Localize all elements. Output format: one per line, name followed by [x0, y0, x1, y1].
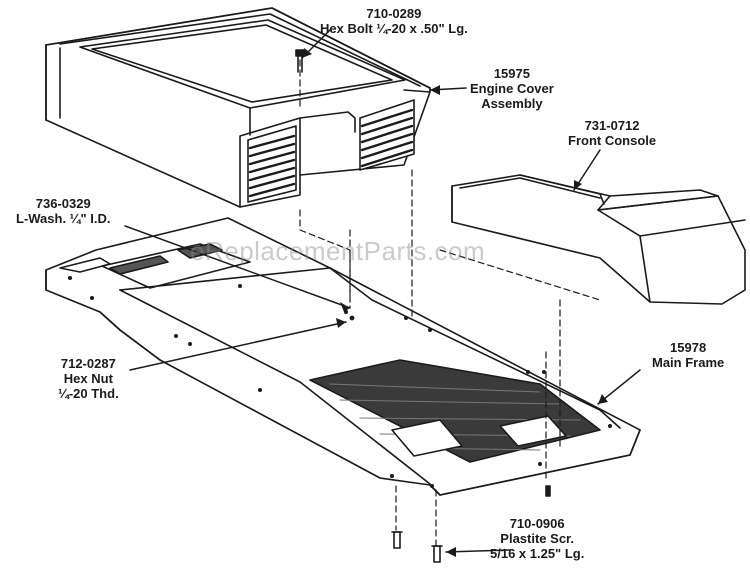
bolt-holes	[68, 276, 612, 488]
label-plastite-screw: 710-0906 Plastite Scr. 5/16 x 1.25" Lg.	[490, 516, 584, 561]
part-desc: L-Wash. ¼" I.D.	[16, 211, 111, 226]
part-desc: Hex Nut	[63, 371, 113, 386]
plastite-screws-drawing	[391, 485, 551, 563]
part-desc: Hex Bolt ¼-20 x .50" Lg.	[320, 21, 468, 36]
part-desc-2: ¼-20 Thd.	[58, 386, 119, 401]
part-number: 15975	[493, 66, 530, 81]
part-desc: Plastite Scr.	[500, 531, 575, 546]
arrowheads	[302, 48, 608, 557]
grille-right	[359, 99, 415, 171]
label-hex-bolt: 710-0289 Hex Bolt ¼-20 x .50" Lg.	[320, 6, 468, 36]
part-number: 710-0289	[366, 6, 422, 21]
label-hex-nut: 712-0287 Hex Nut ¼-20 Thd.	[58, 356, 119, 401]
part-number: 731-0712	[584, 118, 640, 133]
assembly-lines	[299, 59, 601, 546]
part-desc-2: 5/16 x 1.25" Lg.	[490, 546, 585, 561]
label-front-console: 731-0712 Front Console	[568, 118, 656, 148]
part-number: 15978	[670, 340, 707, 355]
part-number: 710-0906	[509, 516, 565, 531]
label-engine-cover: 15975 Engine Cover Assembly	[470, 66, 554, 111]
part-desc: Front Console	[568, 133, 657, 148]
watermark: eReplacementParts.com	[190, 236, 486, 266]
part-desc: Main Frame	[652, 355, 725, 370]
part-desc-2: Assembly	[481, 96, 543, 111]
floor-panel	[309, 359, 601, 463]
front-console-drawing	[451, 174, 746, 305]
part-number: 712-0287	[60, 356, 116, 371]
label-main-frame: 15978 Main Frame	[652, 340, 724, 370]
engine-cover-drawing	[45, 7, 431, 208]
label-lock-washer: 736-0329 L-Wash. ¼" I.D.	[16, 196, 111, 226]
grille-left	[247, 125, 297, 203]
part-desc: Engine Cover	[470, 81, 554, 96]
part-number: 736-0329	[35, 196, 91, 211]
main-frame-drawing	[45, 217, 641, 496]
